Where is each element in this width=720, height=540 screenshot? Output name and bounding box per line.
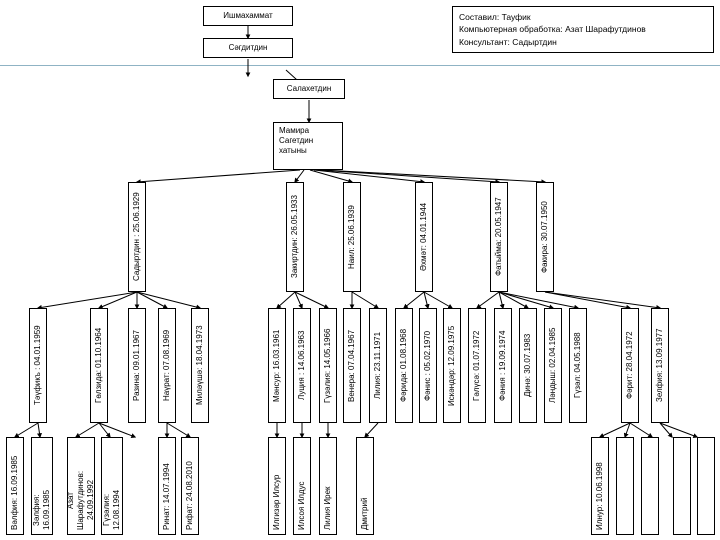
node-guzalia-2[interactable]: Гүзәлия: 12.08.1994 [101, 437, 123, 535]
credits-panel: Составил: Тауфик Компьютерная обработка:… [452, 6, 714, 53]
node-guzalia[interactable]: Гүзәлия: 14.05.1966 [319, 308, 337, 423]
node-azat-sharafutdinov[interactable]: Азат Шарафутдинов: 24.09.1992 [66, 437, 95, 535]
node-rinat[interactable]: Ринат: 14.07.1994 [158, 437, 176, 535]
node-blank-2[interactable] [641, 437, 659, 535]
horizontal-divider [0, 65, 720, 66]
node-fatyjma[interactable]: Фатыйма: 20.05.1947 [490, 182, 508, 292]
node-valfia[interactable]: Вәлфия: 16.09.1985 [6, 437, 24, 535]
node-farida[interactable]: Фәрида: 01.08.1968 [395, 308, 413, 423]
node-fania[interactable]: Фәния : 19.09.1974 [494, 308, 512, 423]
node-golzida[interactable]: Гөлзида: 01.10.1964 [90, 308, 108, 423]
node-dmitry[interactable]: Дмитрий [356, 437, 374, 535]
node-lilia[interactable]: Лилия: 23.11.1971 [369, 308, 387, 423]
node-sadyrtdin[interactable]: Садыртдин : 25.06.1929 [128, 182, 146, 292]
node-venera[interactable]: Венера: 07.04.1967 [343, 308, 361, 423]
credits-author: Составил: Тауфик [459, 12, 531, 22]
credits-consultant: Консультант: Садыртдин [459, 36, 557, 47]
node-lilia-irek[interactable]: Лилия Ирек [319, 437, 337, 535]
node-rifat[interactable]: Рифат: 24.08.2010 [181, 437, 199, 535]
node-iskandar[interactable]: Искәндәр: 12.09.1975 [443, 308, 461, 423]
node-blank-4[interactable] [697, 437, 715, 535]
node-zelfia[interactable]: Зелфия: 13.09.1977 [651, 308, 669, 423]
node-ilsoya-ildus[interactable]: Илсоя Илдус [293, 437, 311, 535]
node-fanis[interactable]: Фәнис : 05.02.1970 [419, 308, 437, 423]
node-ahmat[interactable]: Әхмәт: 04.01.1944 [415, 182, 433, 292]
node-blank-3[interactable] [673, 437, 691, 535]
node-blank-1[interactable] [616, 437, 634, 535]
node-mansur[interactable]: Мәнсур: 16.03.1961 [268, 308, 286, 423]
node-guzal[interactable]: Гүзәл: 04.05.1988 [569, 308, 587, 423]
node-farit[interactable]: Фәрит: 28.04.1972 [621, 308, 639, 423]
node-ilgizar-ilsur[interactable]: Илгизәр Илсур [268, 437, 286, 535]
node-milausha[interactable]: Миләүшә: 18.04.1973 [191, 308, 209, 423]
node-ishmahammat[interactable]: Ишмахаммат [203, 6, 293, 26]
node-zakirtdin[interactable]: Закиртдин: 26.05.1933 [286, 182, 304, 292]
node-mamira[interactable]: Мамира Сагетдин хатыны [273, 122, 343, 170]
node-galusa[interactable]: Гәлүсә: 01.07.1972 [468, 308, 486, 423]
node-lucia[interactable]: Луция : 14.06.1963 [293, 308, 311, 423]
node-ilnur[interactable]: Илнур: 10.06.1998 [591, 437, 609, 535]
node-salahetdin[interactable]: Салахетдин [273, 79, 345, 99]
node-nail[interactable]: Наил: 25.06.1939 [343, 182, 361, 292]
credits-processing: Компьютерная обработка: Азат Шарафутдино… [459, 24, 646, 35]
node-dina[interactable]: Динә: 30.07.1983 [519, 308, 537, 423]
node-zalfia[interactable]: Зәлфия: 16.09.1985 [31, 437, 53, 535]
node-razina[interactable]: Разина: 09.01.1967 [128, 308, 146, 423]
node-landysh[interactable]: Ләндыш: 02.04.1985 [544, 308, 562, 423]
node-taufik[interactable]: Тәүфикъ : 04.01.1959 [29, 308, 47, 423]
node-fakira[interactable]: Факира: 30.07.1950 [536, 182, 554, 292]
node-sagditdin[interactable]: Сәгдитдин [203, 38, 293, 58]
node-naurat[interactable]: Наүрат: 07.08.1969 [158, 308, 176, 423]
